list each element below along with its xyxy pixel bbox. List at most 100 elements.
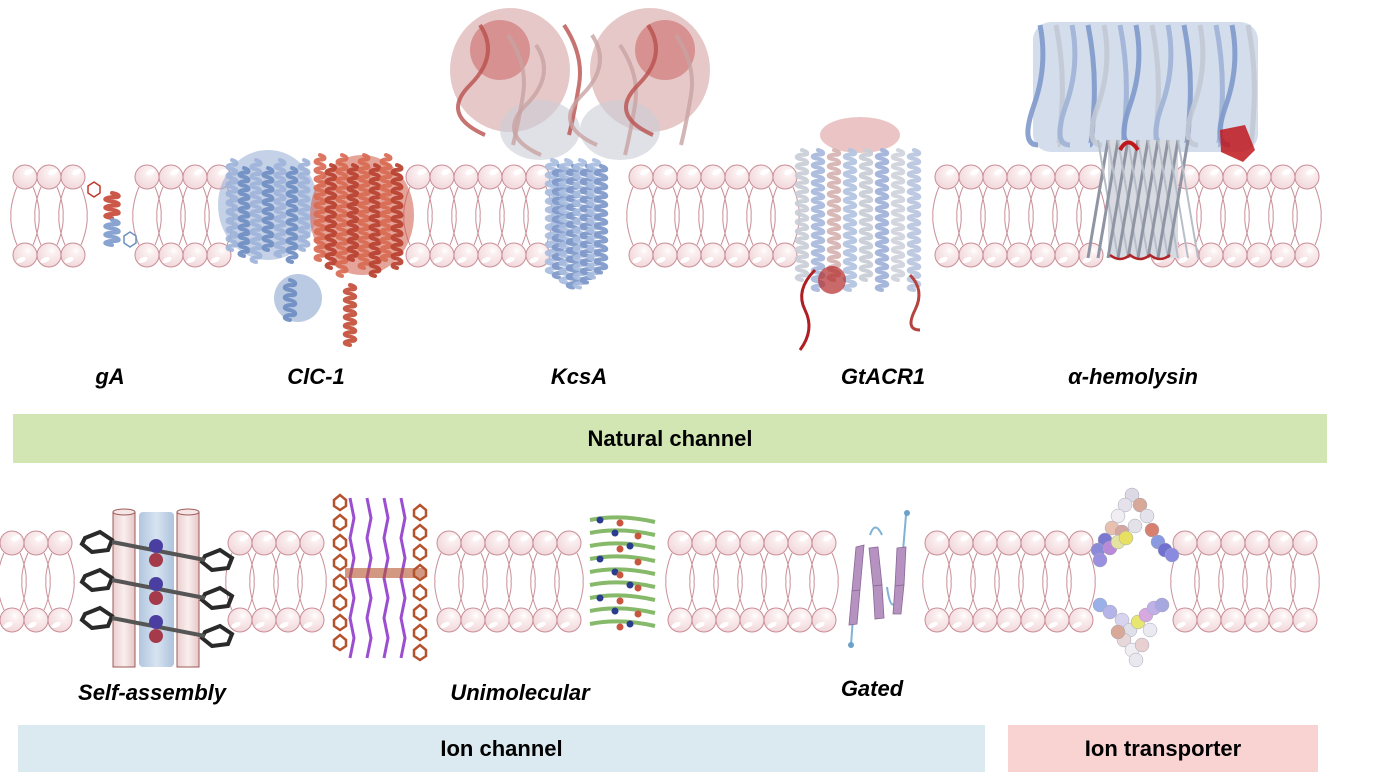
gtacr1-protein-structure-icon xyxy=(794,117,922,351)
lipid-head xyxy=(1198,164,1224,190)
lipid-head xyxy=(556,530,582,556)
lipid-highlight xyxy=(1056,534,1066,542)
lipid-molecule xyxy=(1268,164,1298,268)
lipid-tail xyxy=(1266,552,1274,611)
lipid-head xyxy=(691,607,717,633)
lipid-highlight xyxy=(417,168,427,176)
gated-helix-segment xyxy=(848,589,861,626)
carrier-atom xyxy=(1117,497,1133,513)
hemolysin-barrel-strand xyxy=(1146,139,1170,259)
lipid-head xyxy=(532,607,558,633)
self-assembly-left-cylinder xyxy=(112,511,136,668)
lipid-highlight xyxy=(751,534,761,542)
lipid-highlight xyxy=(704,256,714,264)
lipid-molecule xyxy=(626,164,656,268)
lipid-molecule xyxy=(0,530,27,633)
lipid-highlight xyxy=(448,534,458,542)
phenyl-ring xyxy=(332,493,348,512)
hemolysin-barrel-strand xyxy=(1096,139,1120,259)
lipid-tail xyxy=(1088,552,1096,611)
phenyl-ring xyxy=(412,643,428,662)
lipid-tail xyxy=(19,552,27,611)
helix-atom xyxy=(634,610,642,618)
lipid-tail xyxy=(809,552,817,611)
lipid-highlight xyxy=(303,621,313,629)
lipid-molecule xyxy=(689,530,719,633)
helix-atom xyxy=(626,620,634,628)
lipid-highlight xyxy=(928,621,938,629)
lipid-tail xyxy=(449,186,457,246)
kcsa-beta-strand xyxy=(674,33,694,146)
gtacr1-terminal-loop xyxy=(798,268,817,351)
hemolysin-barrel-strand xyxy=(1106,139,1130,259)
lipid-head xyxy=(1174,164,1200,190)
gtacr1-tm-helix xyxy=(826,148,842,282)
gtacr1-tm-helix xyxy=(874,148,890,292)
kcsa-right-lobe-core xyxy=(635,20,695,80)
lipid-highlight xyxy=(1090,168,1100,176)
lipid-highlight xyxy=(671,621,681,629)
crown-ether-ring xyxy=(199,623,235,649)
self-assembly-channel-icon xyxy=(79,508,235,668)
clc1-red-helix xyxy=(313,153,327,262)
lipid-tail xyxy=(458,552,466,611)
lipid-head xyxy=(628,164,654,190)
lipid-molecule xyxy=(994,530,1024,633)
lipid-highlight xyxy=(3,621,13,629)
unimolecular-helix-icon xyxy=(589,515,656,631)
lipid-head xyxy=(508,607,534,633)
water-sphere xyxy=(149,553,163,567)
lipid-head xyxy=(972,607,998,633)
lipid-head xyxy=(501,164,527,190)
lipid-highlight xyxy=(64,256,74,264)
lipid-molecule xyxy=(1066,530,1096,633)
lipid-head xyxy=(763,607,789,633)
lipid-tail xyxy=(759,552,767,611)
carrier-atom xyxy=(1142,622,1158,638)
natural-channel-band-label: Natural channel xyxy=(587,425,753,451)
lipid-tail xyxy=(178,186,186,246)
lipid-head xyxy=(958,164,984,190)
kcsa-beta-strand xyxy=(624,23,658,137)
lipid-head xyxy=(508,530,534,556)
lipid-highlight xyxy=(640,168,650,176)
carrier-atom xyxy=(1134,637,1150,653)
lipid-head xyxy=(676,242,702,268)
lipid-head xyxy=(251,607,277,633)
lipid-tail xyxy=(831,552,839,611)
lipid-highlight xyxy=(1080,534,1090,542)
carrier-atom xyxy=(1127,518,1143,534)
gated-helix-segment xyxy=(892,584,905,615)
lipid-head xyxy=(1030,242,1056,268)
lipid-head xyxy=(1068,530,1094,556)
lipid-tail xyxy=(1018,552,1026,611)
lipid-highlight xyxy=(27,621,37,629)
lipid-head xyxy=(652,242,678,268)
ion-sphere xyxy=(149,615,163,629)
lipid-head xyxy=(227,607,253,633)
lipid-head xyxy=(739,530,765,556)
lipid-highlight xyxy=(1010,256,1020,264)
lipid-highlight xyxy=(1186,168,1196,176)
lipid-head xyxy=(1294,164,1320,190)
kcsa-protein-structure-icon xyxy=(450,8,710,290)
lipid-highlight xyxy=(688,168,698,176)
lipid-highlight xyxy=(960,534,970,542)
lipid-tail xyxy=(689,552,697,611)
phenyl-ring xyxy=(412,543,428,562)
lipid-bilayer-segment xyxy=(0,530,75,633)
lipid-highlight xyxy=(481,256,491,264)
clc1-red-helix xyxy=(335,153,349,278)
lipid-head xyxy=(1222,164,1248,190)
lipid-highlight xyxy=(464,621,474,629)
lipid-tail xyxy=(497,186,505,246)
lipid-head xyxy=(1020,607,1046,633)
lipid-tail xyxy=(1016,552,1024,611)
lipid-highlight xyxy=(218,168,228,176)
lipid-tail xyxy=(319,552,327,611)
crown-ether-ring xyxy=(79,605,115,631)
natural-channel-band: Natural channel xyxy=(13,414,1327,463)
lipid-highlight xyxy=(1200,621,1210,629)
channel-structures xyxy=(79,8,1258,668)
lipid-highlight xyxy=(146,168,156,176)
